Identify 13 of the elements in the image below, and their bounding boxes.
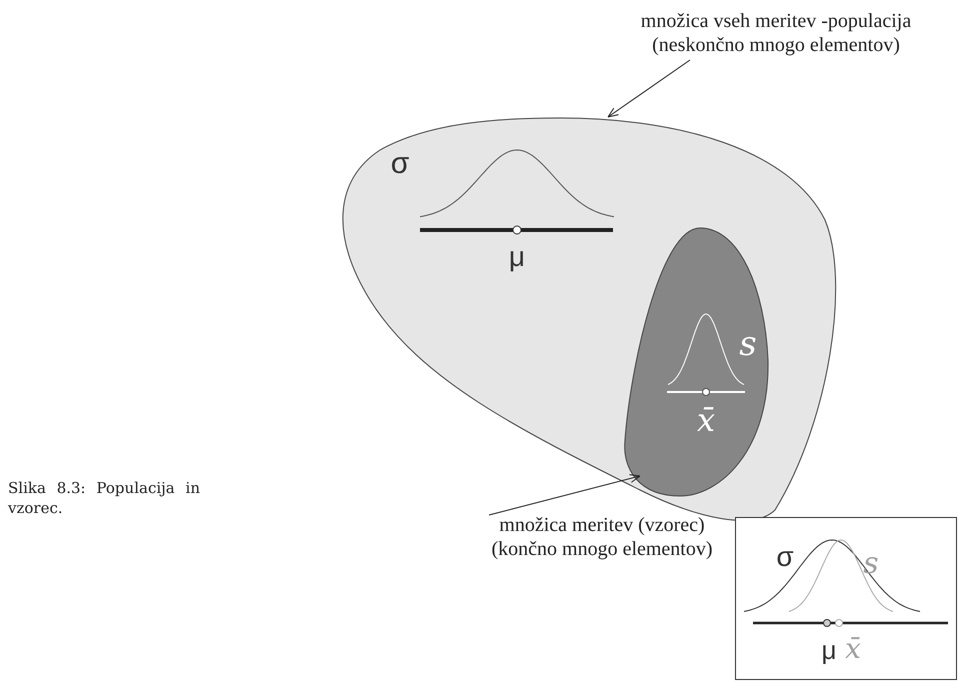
mu-symbol: μ xyxy=(822,637,836,663)
s-symbol: s xyxy=(863,549,879,579)
annotation-text: množica meritev (vzorec) (končno mnogo elementov) xyxy=(490,513,714,561)
s-symbol: s xyxy=(739,327,757,361)
sigma-symbol: σ xyxy=(776,543,794,571)
leader-arrow xyxy=(488,474,640,516)
x-bar-symbol: x̄ xyxy=(696,404,716,436)
sigma-symbol: σ xyxy=(390,149,410,179)
annotation-text: množica vseh meritev -populacija (neskončno mnogo elementov) xyxy=(640,9,912,57)
x-bar-symbol: x̄ xyxy=(845,635,861,663)
figure-caption: Slika 8.3: Populacija in vzorec. xyxy=(8,478,200,518)
mu-symbol: μ xyxy=(508,243,526,271)
leader-arrow xyxy=(608,60,690,118)
